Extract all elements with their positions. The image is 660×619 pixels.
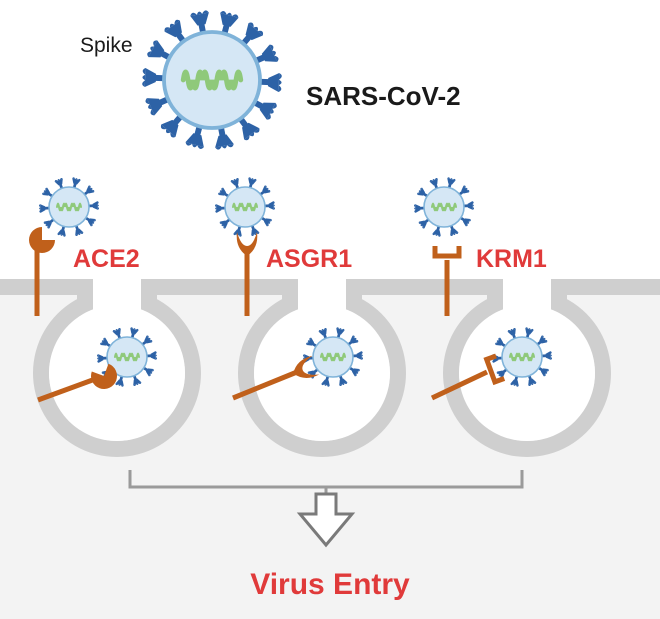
receptor-icon bbox=[293, 355, 320, 378]
internalized-virion-icon bbox=[491, 326, 553, 388]
internalized-virion-icon bbox=[96, 326, 158, 388]
free-virion-icon bbox=[214, 176, 276, 238]
receptor-icon bbox=[29, 227, 55, 253]
internalized-virion-icon bbox=[302, 326, 364, 388]
receptor-icon bbox=[432, 246, 462, 259]
receptor-label-asgr1: ASGR1 bbox=[266, 245, 352, 273]
virus-name-label: SARS-CoV-2 bbox=[306, 81, 461, 111]
rna-icon bbox=[56, 202, 82, 212]
rna-icon bbox=[320, 352, 346, 362]
receptor-icon bbox=[91, 363, 117, 389]
rna-icon bbox=[509, 352, 535, 362]
rna-icon bbox=[114, 352, 140, 362]
receptor-label-ace2: ACE2 bbox=[73, 245, 140, 273]
receptor-icon bbox=[236, 232, 258, 256]
down-arrow-icon bbox=[296, 492, 356, 548]
rna-icon bbox=[180, 69, 244, 91]
virus-entry-label: Virus Entry bbox=[250, 568, 410, 601]
receptor-icon bbox=[483, 353, 506, 386]
main-virion-icon bbox=[142, 9, 282, 151]
rna-icon bbox=[431, 202, 457, 212]
sars-cov-2-virion bbox=[142, 9, 282, 151]
rna-icon bbox=[232, 202, 258, 212]
receptor-label-krm1: KRM1 bbox=[476, 245, 547, 273]
free-virion-icon bbox=[413, 176, 475, 238]
free-virion-icon bbox=[38, 176, 100, 238]
spike-label: Spike bbox=[80, 34, 133, 57]
